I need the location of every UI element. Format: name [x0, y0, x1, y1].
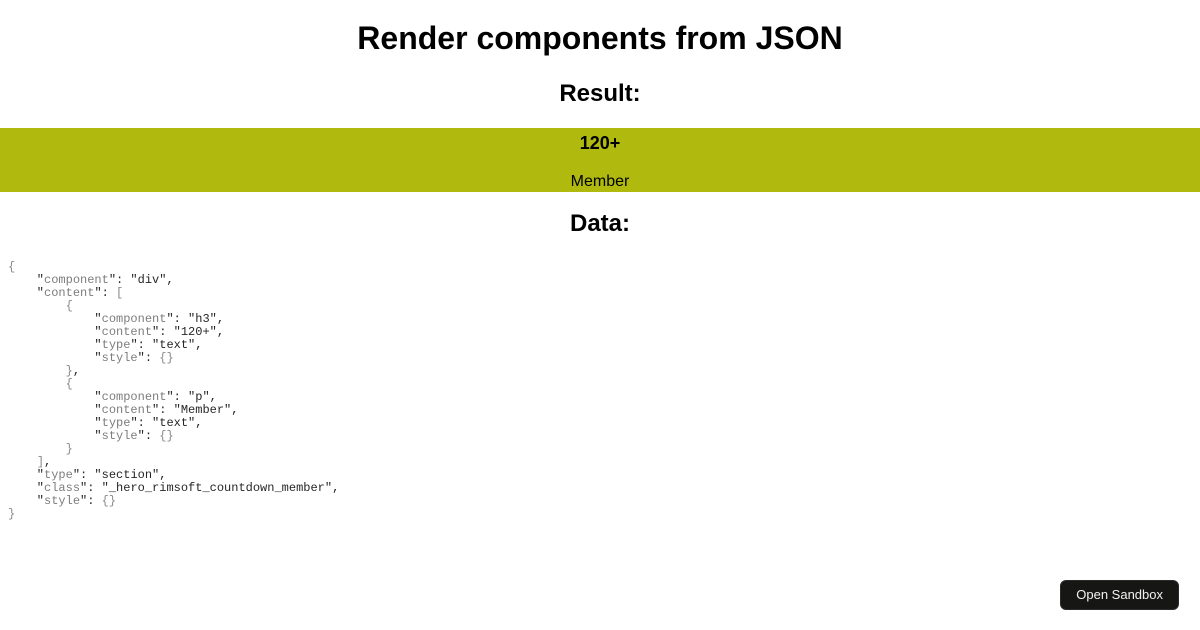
data-heading: Data:: [569, 210, 630, 237]
member-label: Member: [570, 173, 630, 190]
result-heading: Result:: [559, 80, 641, 107]
page: Render components from JSON Result: 120+…: [0, 20, 1200, 521]
open-sandbox-button[interactable]: Open Sandbox: [1060, 580, 1179, 610]
page-title: Render components from JSON: [357, 20, 843, 56]
member-count-heading: 120+: [579, 133, 621, 153]
json-source-code-block: { "component": "div", "content": [ { "co…: [8, 260, 340, 521]
rendered-member-banner: 120+ Member: [0, 128, 1200, 192]
